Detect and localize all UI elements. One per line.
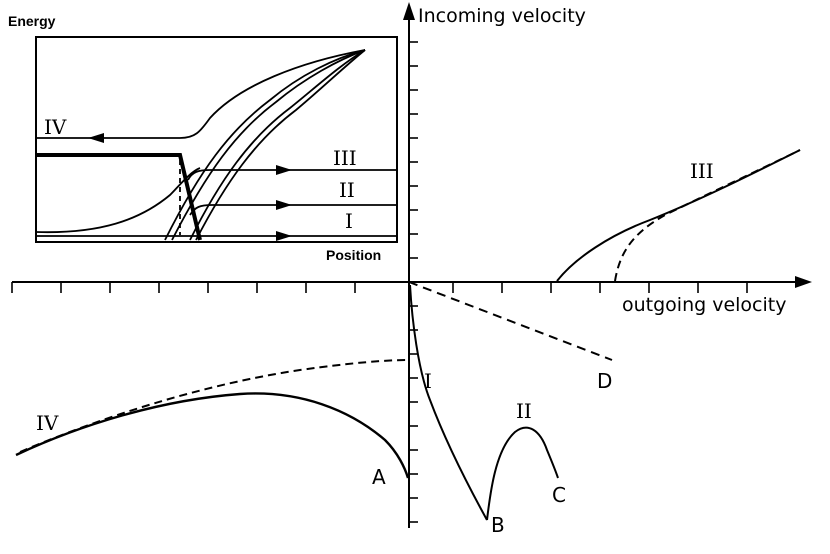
x-axis-ticks: [11, 282, 748, 293]
label-A: A: [372, 465, 386, 489]
inset-plot: Energy Position: [8, 13, 398, 263]
inset-y-label: Energy: [8, 13, 56, 29]
inset-arrows: [88, 133, 292, 241]
inset-II-line: [189, 204, 397, 216]
inset-label-IV: IV: [44, 115, 67, 139]
curve-II: [486, 426, 559, 521]
x-axis-label: outgoing velocity: [622, 294, 786, 316]
y-axis-arrowhead: [403, 2, 415, 20]
inset-label-III: III: [333, 146, 357, 170]
curve-IV-dashed: [19, 359, 409, 453]
inset-label-I: I: [345, 209, 353, 233]
label-C: C: [552, 483, 566, 507]
main-axes: [12, 2, 812, 528]
label-IV-main: IV: [36, 411, 59, 435]
label-B: B: [491, 513, 505, 537]
label-III-main: III: [690, 159, 714, 183]
arrow-I-right: [276, 231, 292, 241]
inset-rise-3: [189, 49, 366, 241]
arrow-IV-left: [88, 133, 104, 143]
label-D: D: [597, 369, 612, 393]
curve-III-solid: [556, 149, 801, 282]
curve-I: [409, 284, 488, 521]
inset-rise-4: [195, 49, 366, 241]
inset-low-curve: [35, 167, 201, 234]
inset-x-label: Position: [326, 247, 381, 263]
main-curves: [15, 149, 801, 521]
curve-IV-solid: [15, 392, 410, 479]
y-axis-label: Incoming velocity: [418, 5, 586, 27]
inset-IV-line: [36, 49, 366, 139]
label-I-main: I: [424, 369, 432, 393]
arrow-II-right: [276, 200, 292, 210]
inset-curves: [35, 49, 397, 241]
curve-III-dashed: [614, 149, 801, 282]
x-axis-arrowhead: [795, 276, 812, 288]
inset-rise-1: [164, 49, 366, 241]
label-II-main: II: [516, 399, 532, 423]
inset-III-line: [187, 169, 397, 181]
arrow-III-right: [276, 165, 292, 175]
inset-label-II: II: [339, 178, 355, 202]
line-D-dashed: [408, 281, 613, 361]
inset-rise-2: [171, 49, 366, 241]
